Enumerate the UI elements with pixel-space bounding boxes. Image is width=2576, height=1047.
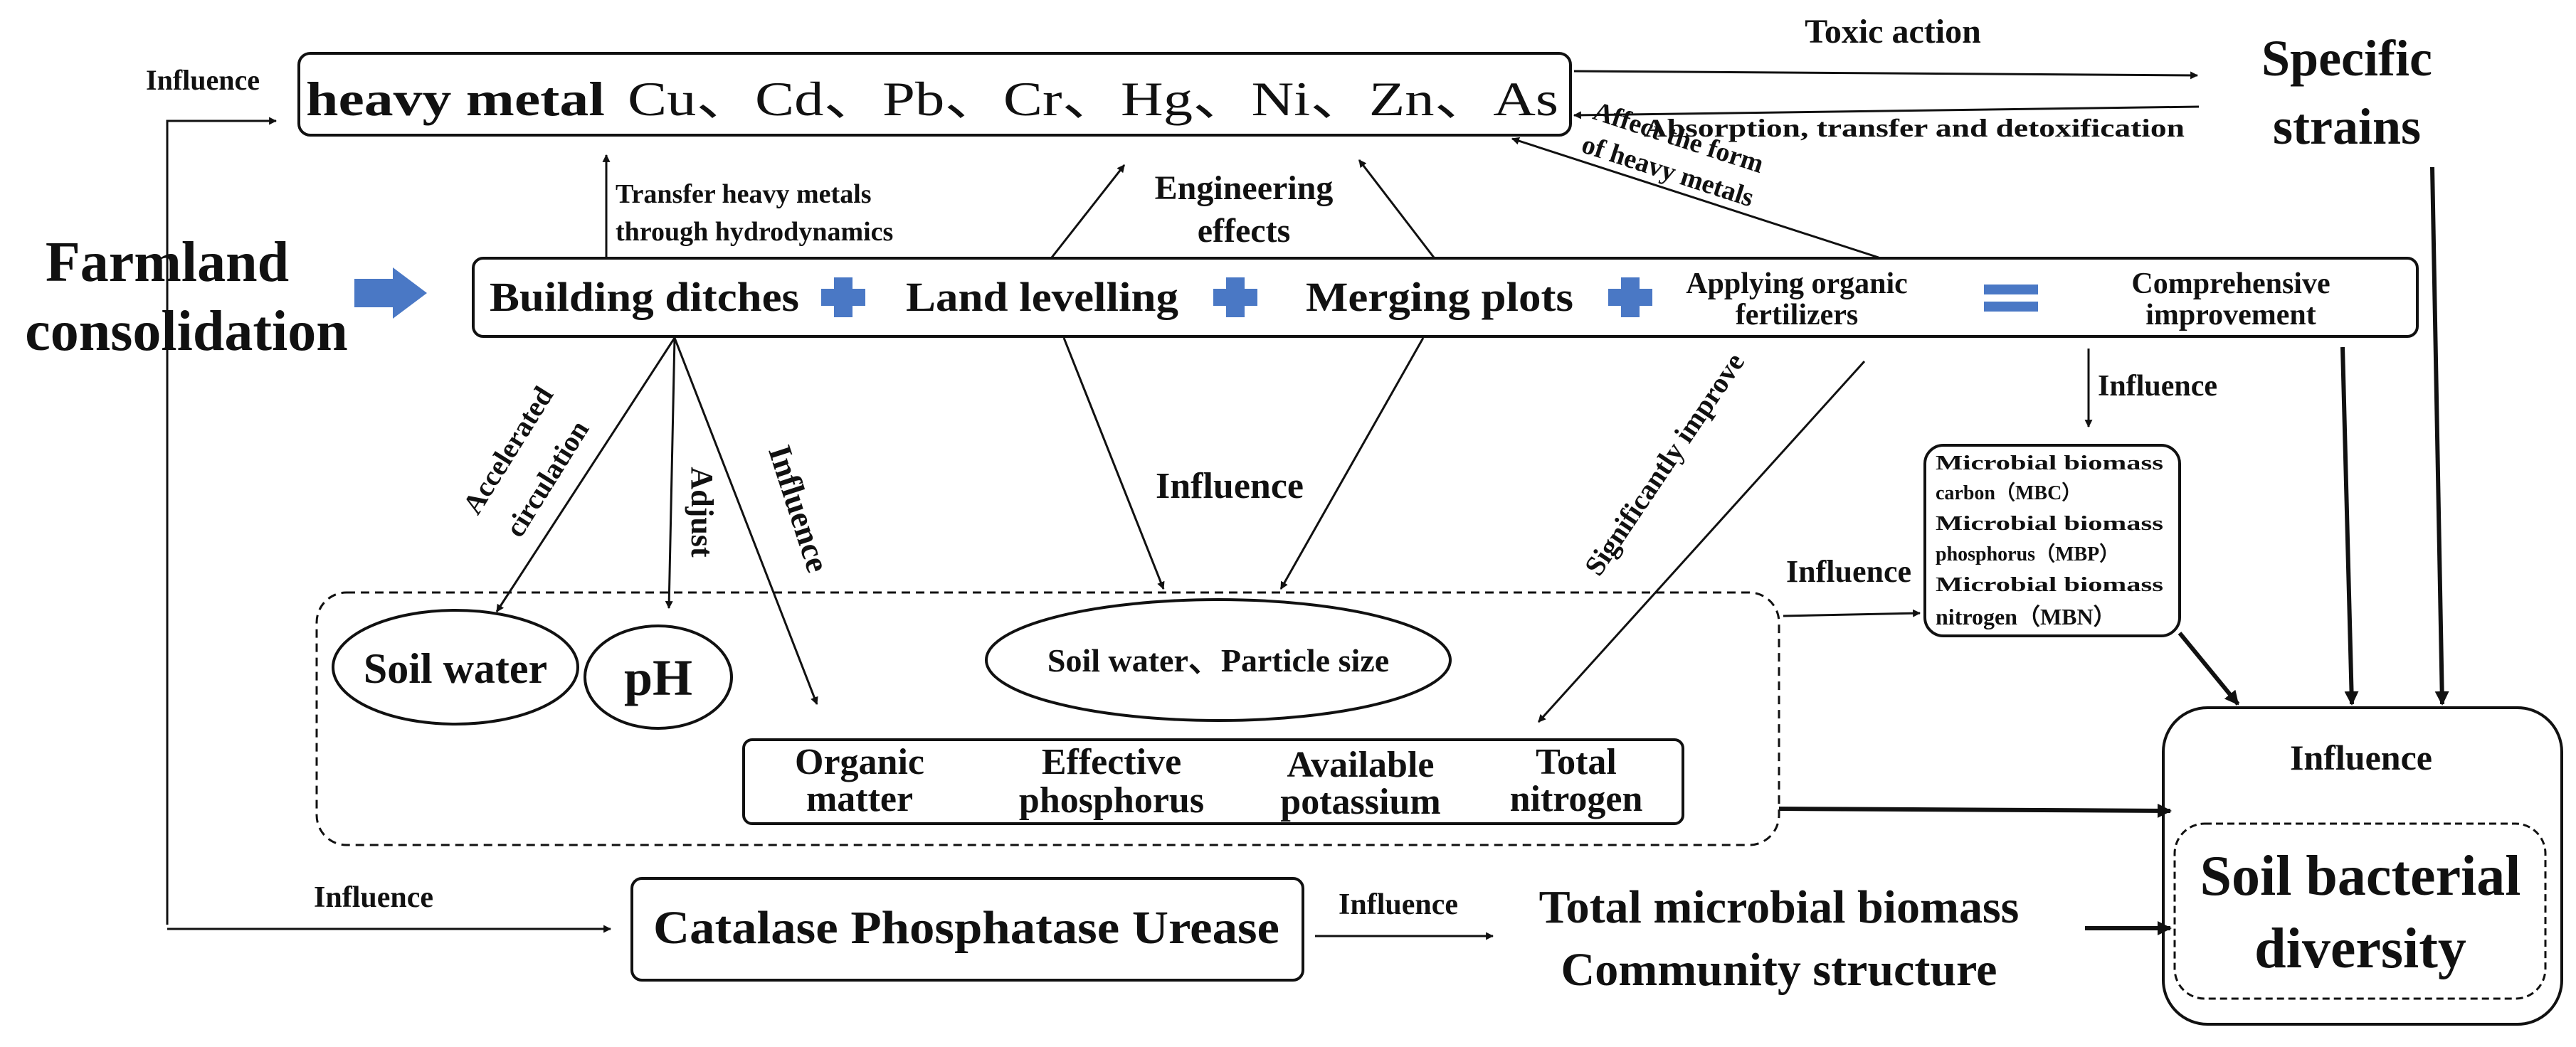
specific-strains-title: Specific bbox=[2261, 30, 2432, 87]
accelerated-arrow bbox=[495, 337, 676, 612]
absorption-arrow bbox=[1573, 105, 2200, 119]
plus-icon bbox=[821, 277, 865, 317]
engineering-arrow-right bbox=[1358, 159, 1435, 258]
soil-properties-box bbox=[315, 591, 1780, 846]
influence-label-bottom-mid: Influence bbox=[1339, 888, 1458, 921]
microbial-line: nitrogen（MBN） bbox=[1936, 604, 2116, 629]
heavy-metal-box bbox=[297, 52, 1572, 137]
soil-water-particle-ellipse bbox=[985, 598, 1452, 722]
measure-merging-plots: Merging plots bbox=[1306, 274, 1573, 320]
influence-diversity-box bbox=[2162, 706, 2563, 1026]
influence-label-bottom-left: Influence bbox=[314, 881, 433, 914]
farmland-title-2: consolidation bbox=[25, 300, 347, 363]
comprehensive-improvement: Comprehensive bbox=[2131, 267, 2330, 300]
microbial-line: phosphorus（MBP） bbox=[1936, 542, 2119, 565]
toxic-action-label: Toxic action bbox=[1805, 13, 1981, 51]
measures-box bbox=[472, 257, 2419, 338]
specific-strains-title-2: strains bbox=[2273, 98, 2421, 155]
adjust-arrow bbox=[665, 337, 676, 610]
merging-influence-arrow bbox=[1279, 337, 1425, 590]
soil-to-microbial-arrow bbox=[1783, 609, 1921, 617]
influence-label-top-left: Influence bbox=[146, 64, 260, 96]
influence-label-right: Influence bbox=[2098, 370, 2217, 403]
measure-building-ditches: Building ditches bbox=[490, 274, 799, 320]
strains-to-diversity-arrow bbox=[2430, 166, 2449, 706]
soil-water-label: Soil water bbox=[364, 645, 547, 692]
soil-bacterial-diversity-2: diversity bbox=[2254, 918, 2466, 980]
adjust-label: Adjust bbox=[685, 467, 719, 557]
heavy-metal-elements: Cu、Cd、Pb、Cr、Hg、Ni、Zn、As bbox=[628, 72, 1558, 126]
nutrient-effective-phosphorus-2: phosphorus bbox=[1019, 780, 1204, 821]
measure-land-levelling: Land levelling bbox=[906, 274, 1178, 320]
equals-icon bbox=[1984, 285, 2038, 312]
absorption-label: Absorption, transfer and detoxification bbox=[1644, 114, 2185, 142]
nutrient-total-nitrogen: Total bbox=[1536, 742, 1617, 782]
influence-nutrient-arrow bbox=[673, 337, 818, 706]
comprehensive-improvement-2: improvement bbox=[2145, 299, 2316, 331]
nutrient-available-potassium: Available bbox=[1287, 745, 1434, 785]
nutrient-available-potassium-2: potassium bbox=[1280, 782, 1440, 822]
influence-label-rotated: Influence bbox=[761, 441, 836, 577]
total-microbial-biomass: Total microbial biomass bbox=[1539, 881, 2020, 933]
nutrients-box bbox=[742, 738, 1684, 825]
microbial-to-diversity-arrow bbox=[2178, 632, 2240, 706]
measure-applying-fertilizers: Applying organic bbox=[1686, 267, 1908, 300]
affect-form-arrow bbox=[1511, 137, 1879, 259]
toxic-action-arrow bbox=[1573, 70, 2199, 80]
significant-arrow bbox=[1537, 360, 1866, 723]
measure-applying-fertilizers-2: fertilizers bbox=[1736, 299, 1859, 331]
enzymes-box bbox=[630, 877, 1304, 982]
plus-icon bbox=[1213, 277, 1257, 317]
nutrient-organic-matter-2: matter bbox=[806, 779, 913, 819]
plus-icon bbox=[1608, 277, 1652, 317]
influence-label-center: Influence bbox=[1156, 466, 1304, 506]
block-right-arrow-icon bbox=[354, 267, 427, 319]
comprehensive-to-diversity-arrow bbox=[2340, 346, 2359, 706]
microbial-biomass-box bbox=[1923, 444, 2181, 637]
levelling-influence-arrow bbox=[1062, 337, 1165, 590]
engineering-label: Engineering bbox=[1155, 169, 1334, 207]
microbial-line: Microbial biomass bbox=[1936, 574, 2163, 596]
soil-bacterial-diversity: Soil bacterial bbox=[2200, 845, 2520, 908]
ph-ellipse bbox=[584, 625, 733, 730]
heavy-metal-label: heavy metal bbox=[306, 72, 605, 126]
nutrient-effective-phosphorus: Effective bbox=[1042, 742, 1181, 782]
ph-label: pH bbox=[624, 649, 692, 706]
influence-box-title: Influence bbox=[2290, 738, 2432, 777]
community-structure: Community structure bbox=[1561, 944, 1997, 996]
microbial-line: carbon（MBC） bbox=[1936, 481, 2081, 504]
nutrient-organic-matter: Organic bbox=[795, 742, 924, 782]
soil-water-ellipse bbox=[332, 609, 579, 726]
microbial-line: Microbial biomass bbox=[1936, 513, 2163, 535]
influence-label-mid-right: Influence bbox=[1786, 554, 1911, 589]
diversity-dashed-box bbox=[2173, 822, 2547, 1000]
soil-to-diversity-arrow bbox=[1778, 803, 2172, 818]
transfer-label: Transfer heavy metals bbox=[616, 179, 872, 209]
engineering-arrow-left bbox=[1050, 164, 1126, 258]
left-feedback-line bbox=[166, 117, 278, 925]
transfer-label-2: through hydrodynamics bbox=[616, 217, 893, 247]
enzymes-label: Catalase Phosphatase Urease bbox=[653, 902, 1279, 954]
nutrient-total-nitrogen-2: nitrogen bbox=[1510, 779, 1643, 819]
engineering-label-2: effects bbox=[1198, 212, 1291, 250]
soil-water-particle-label: Soil water、Particle size bbox=[1047, 642, 1389, 679]
microbial-line: Microbial biomass bbox=[1936, 452, 2163, 474]
significant-label: Significantly improve bbox=[1578, 347, 1751, 581]
